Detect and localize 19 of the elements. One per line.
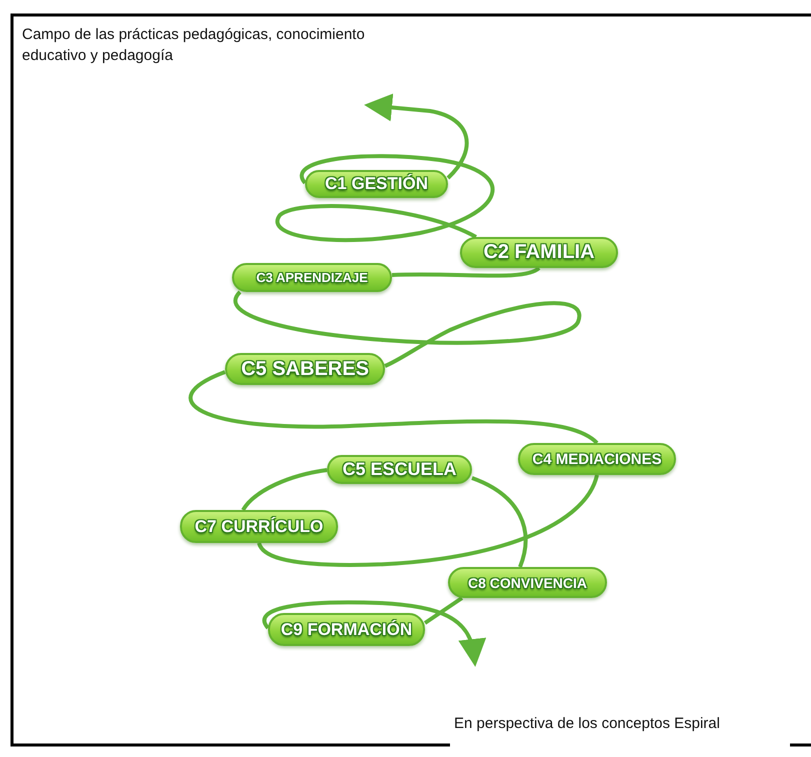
concept-pill: C9 FORMACIÓN xyxy=(268,613,425,646)
spiral-line xyxy=(392,266,540,278)
spiral-line xyxy=(471,476,528,568)
concept-pill: C7 CURRÍCULO xyxy=(180,510,338,543)
concept-pill: C4 MEDIACIONES xyxy=(518,443,676,475)
spiral-line xyxy=(276,154,494,242)
spiral-arrow xyxy=(262,600,485,667)
title: Campo de las prácticas pedagógicas, conocimiento educativo y pedagogía xyxy=(22,25,366,66)
concept-pill: C1 GESTIÓN xyxy=(305,170,448,198)
spiral-line xyxy=(424,596,464,625)
concept-pill: C8 CONVIVENCIA xyxy=(448,567,607,598)
concept-pill: C5 SABERES xyxy=(225,353,385,385)
spiral-line xyxy=(257,474,599,567)
concept-pill: C5 ESCUELA xyxy=(327,455,472,484)
concept-pill: C2 FAMILIA xyxy=(460,237,618,268)
spiral-line xyxy=(189,370,598,445)
concept-pill: C3 APRENDIZAJE xyxy=(232,263,392,292)
spiral-arrow xyxy=(364,94,469,180)
spiral-line xyxy=(241,468,328,512)
